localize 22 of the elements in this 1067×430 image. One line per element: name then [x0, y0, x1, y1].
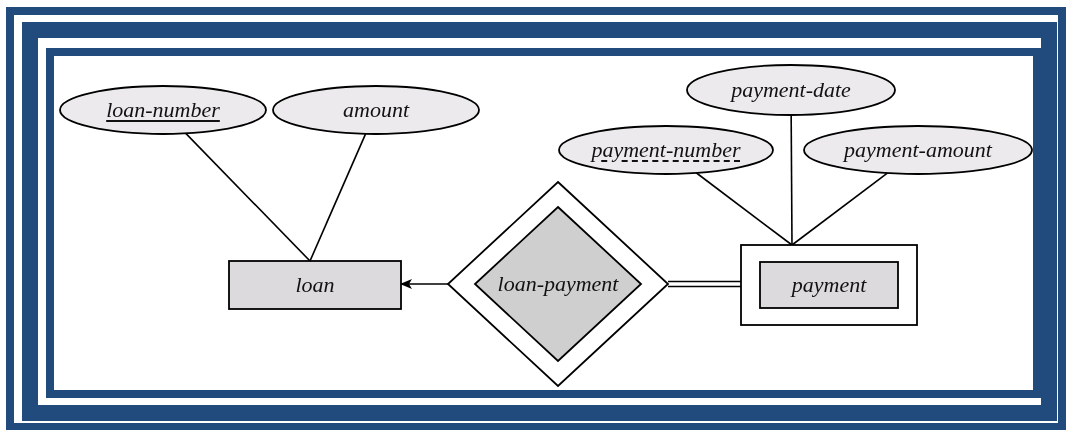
attribute-ellipse	[685, 63, 897, 117]
attribute-ellipse	[557, 124, 775, 176]
attribute-ellipse	[802, 124, 1034, 176]
connector-line	[667, 280, 742, 288]
relationship-name: loan-payment	[497, 271, 619, 297]
connector-line	[790, 114, 793, 246]
connector-line	[309, 133, 367, 262]
relationship-diamond	[446, 180, 670, 388]
attribute-name: payment-number	[591, 137, 741, 163]
connector-line	[791, 172, 889, 246]
entity-box	[227, 259, 403, 311]
connector-line	[695, 172, 793, 246]
weak-entity-box	[739, 243, 919, 327]
attribute-name: loan-number	[106, 97, 220, 123]
entity-name: payment	[791, 272, 867, 298]
attribute-ellipse	[58, 84, 268, 136]
attribute-name: payment-date	[731, 77, 851, 103]
attribute-ellipse	[271, 84, 481, 136]
attribute-name: amount	[343, 97, 409, 123]
entity-name: loan	[295, 272, 335, 298]
connector-line	[185, 132, 311, 262]
attribute-name: payment-amount	[844, 137, 992, 163]
